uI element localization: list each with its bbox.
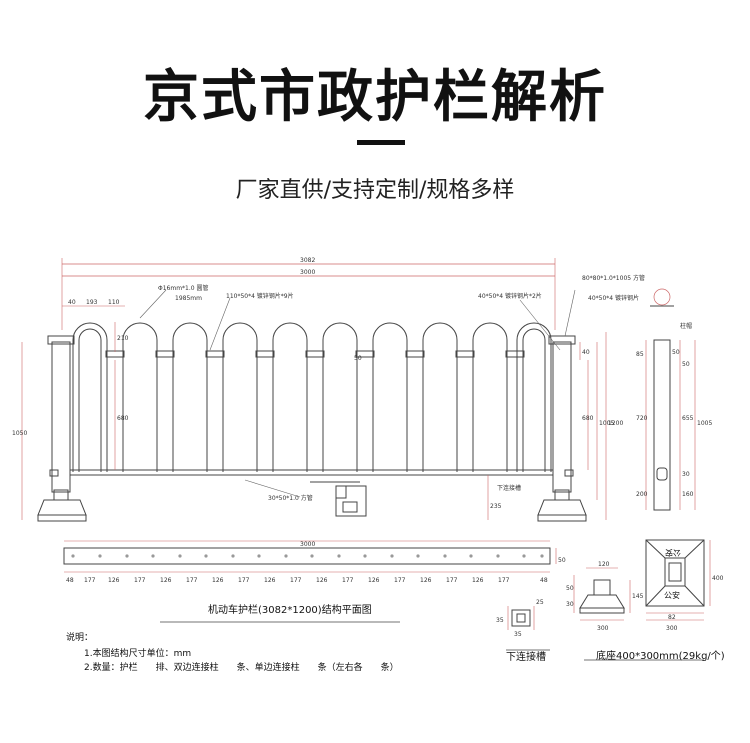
plan-spacing: 48 xyxy=(66,577,74,584)
dim-plan-right: 50 xyxy=(558,557,566,564)
label-post-spec: 80*80*1.0*1005 方管 xyxy=(582,274,645,282)
plan-spacing: 177 xyxy=(238,577,250,584)
dim-post-85: 85 xyxy=(636,351,644,358)
dim-base-30: 30 xyxy=(566,601,574,608)
plan-spacing: 177 xyxy=(342,577,354,584)
dim-right-1005: 1005 xyxy=(599,420,614,427)
plan-spacing: 177 xyxy=(446,577,458,584)
dim-post-50b: 50 xyxy=(682,361,690,368)
dim-50: 50 xyxy=(354,355,362,362)
dim-base-50: 50 xyxy=(566,585,574,592)
dim-post-720: 720 xyxy=(636,415,648,422)
connector-caption: 下连接槽 xyxy=(506,650,546,663)
dim-right-680: 680 xyxy=(582,415,594,422)
plan-caption: 机动车护栏(3082*1200)结构平面图 xyxy=(208,603,372,616)
dim-base-120: 120 xyxy=(598,561,610,568)
base-caption: 底座400*300mm(29kg/个) xyxy=(596,649,725,662)
plan-spacing: 126 xyxy=(108,577,120,584)
label-pipe-spec: Φ16mm*1.0 圆管 xyxy=(158,284,209,292)
dim-connector-25: 25 xyxy=(536,599,544,606)
dim-spacing-mid: 193 xyxy=(86,299,98,306)
label-bottom-tube: 30*50*1.0 方管 xyxy=(268,494,313,502)
dim-base-145: 145 xyxy=(632,593,644,600)
dim-right-40: 40 xyxy=(582,349,590,356)
dim-post-1005: 1005 xyxy=(697,420,712,427)
dim-post-30: 30 xyxy=(682,471,690,478)
dim-210: 210 xyxy=(117,335,129,342)
label-connector: 下连接槽 xyxy=(497,484,521,492)
plan-spacing: 126 xyxy=(368,577,380,584)
dim-spacing-left: 40 xyxy=(68,299,76,306)
dim-connector-35b: 35 xyxy=(514,631,522,638)
dim-base-300b: 300 xyxy=(666,625,678,632)
page-title: 京式市政护栏解析 xyxy=(143,65,607,130)
dim-base-400: 400 xyxy=(712,575,724,582)
notes-line-1: 1.本图结构尺寸单位：mm xyxy=(84,647,191,659)
dim-right-1200: 1200 xyxy=(608,420,623,427)
plan-spacing: 126 xyxy=(316,577,328,584)
label-pipe-length: 1985mm xyxy=(175,295,202,302)
dim-plan-top: 3000 xyxy=(300,541,315,548)
plan-spacing: 126 xyxy=(472,577,484,584)
label-post-cap: 柱帽 xyxy=(680,322,692,330)
base-plan-label-bottom: 公安 xyxy=(664,590,680,600)
dim-base-82: 82 xyxy=(668,614,676,621)
dim-post-200: 200 xyxy=(636,491,648,498)
label-crossbar-spec: 110*50*4 镀锌钢片*9片 xyxy=(226,292,294,300)
plan-spacing: 177 xyxy=(186,577,198,584)
page-subtitle: 厂家直供/支持定制/规格多样 xyxy=(235,178,515,203)
notes-line-2: 2.数量：护栏 排、双边连接柱 条、单边连接柱 条（左右各 条） xyxy=(84,661,399,673)
dim-spacing-right: 110 xyxy=(108,299,120,306)
plan-spacing: 126 xyxy=(264,577,276,584)
dim-post-50a: 50 xyxy=(672,349,680,356)
notes-heading: 说明： xyxy=(66,631,93,643)
plan-spacing: 177 xyxy=(84,577,96,584)
base-plan-label-top: 公安 xyxy=(665,548,681,558)
dim-post-655: 655 xyxy=(682,415,694,422)
dim-235: 235 xyxy=(490,503,502,510)
dim-total-width: 3082 xyxy=(300,257,315,264)
dim-680: 680 xyxy=(117,415,129,422)
plan-spacing: 126 xyxy=(212,577,224,584)
plan-spacing: 126 xyxy=(420,577,432,584)
plan-spacing: 177 xyxy=(290,577,302,584)
dim-post-160: 160 xyxy=(682,491,694,498)
dim-connector-35a: 35 xyxy=(496,617,504,624)
title-underline xyxy=(357,140,405,145)
dim-inner-width: 3000 xyxy=(300,269,315,276)
plan-spacing: 177 xyxy=(498,577,510,584)
plan-spacing: 48 xyxy=(540,577,548,584)
plan-spacing: 177 xyxy=(134,577,146,584)
plan-spacing: 126 xyxy=(160,577,172,584)
label-side-plate-spec: 40*50*4 镀锌钢片*2片 xyxy=(478,292,542,300)
dim-1050: 1050 xyxy=(12,430,27,437)
dim-base-300: 300 xyxy=(597,625,609,632)
plan-spacing: 177 xyxy=(394,577,406,584)
label-post-plate: 40*50*4 镀锌钢片 xyxy=(588,294,639,302)
